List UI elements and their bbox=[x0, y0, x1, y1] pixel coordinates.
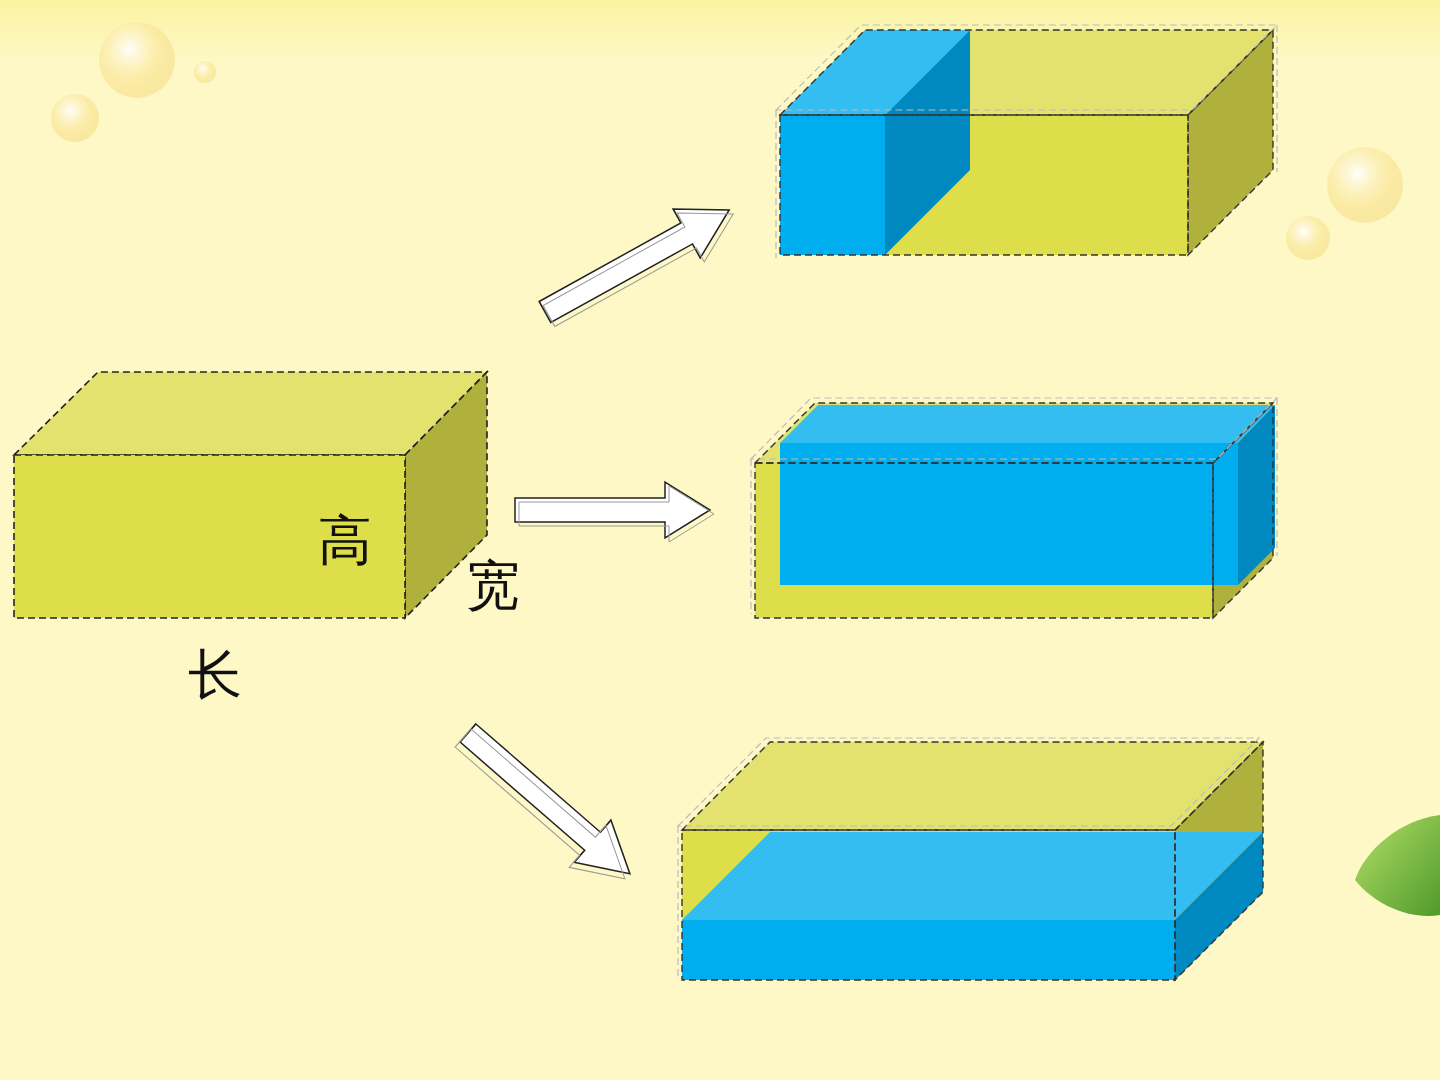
arrow-shadows bbox=[445, 189, 747, 899]
width-label: 宽 bbox=[466, 559, 520, 613]
cuboid-split-length bbox=[776, 25, 1277, 258]
length-label: 长 bbox=[188, 648, 242, 702]
cuboid-split-height bbox=[678, 738, 1263, 980]
height-label: 高 bbox=[318, 514, 372, 568]
hollow-arrows bbox=[450, 185, 743, 894]
cuboid-original bbox=[14, 372, 487, 618]
cuboid-split-width bbox=[751, 398, 1277, 618]
leaf bbox=[1355, 815, 1440, 916]
